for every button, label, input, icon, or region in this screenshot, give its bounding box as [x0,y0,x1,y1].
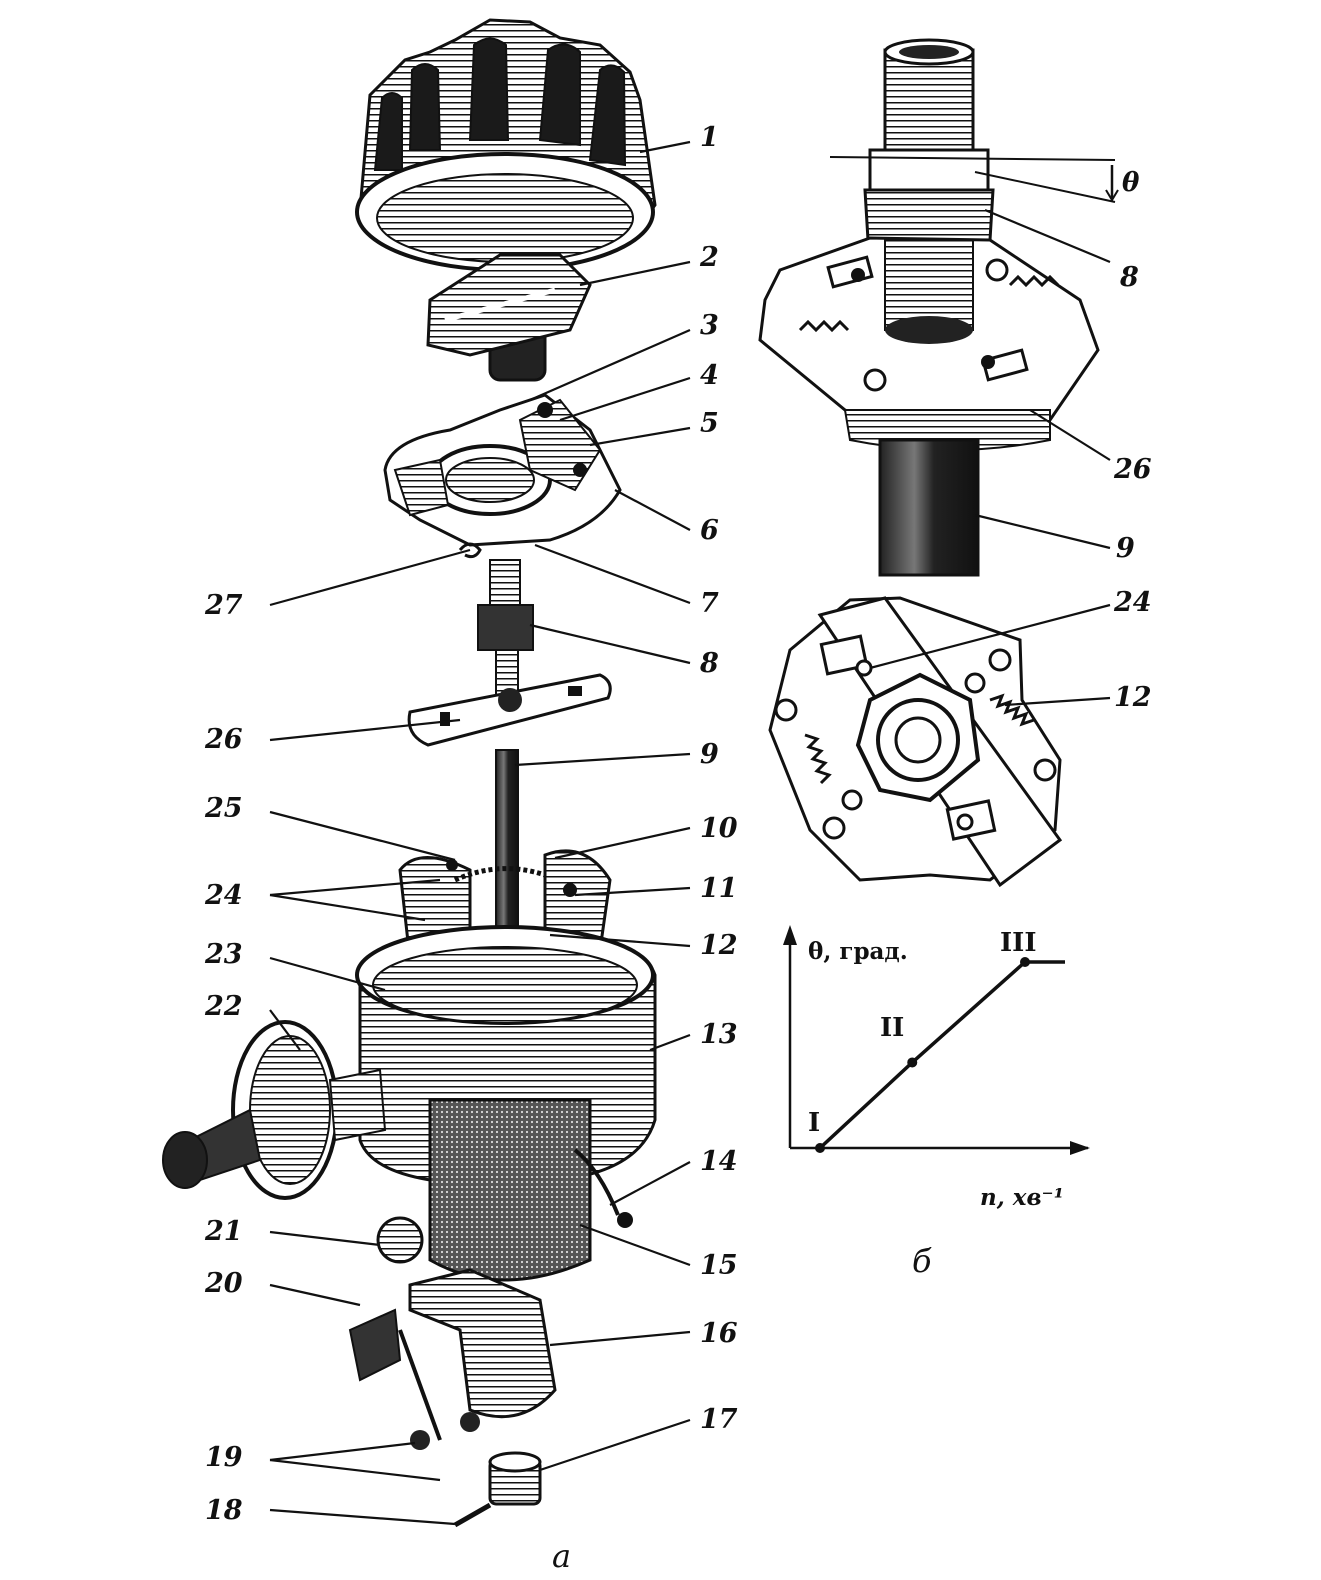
detail-shaft-assembly [758,38,1100,577]
leader-lines-a [269,140,691,1526]
cam-sleeve [477,559,534,696]
part-label-11: 11 [700,873,738,904]
part-label-1: 1 [700,122,719,153]
adjustment-nuts [410,1412,480,1450]
detail-label-9: 9 [1116,533,1135,564]
part-label-5: 5 [700,408,719,439]
graph-point-III [1020,957,1030,967]
part-label-17: 17 [700,1404,738,1435]
part-label-23: 23 [205,939,243,970]
part-label-19: 19 [205,1442,243,1473]
graph-point-label-I: I [808,1108,821,1138]
graph-x-axis-label: n, хв⁻¹ [980,1184,1064,1211]
caption-b: б [912,1242,932,1280]
distributor-cap [355,18,657,272]
detail-label-24: 24 [1114,587,1152,618]
part-label-9: 9 [700,739,719,770]
spring-clip [458,542,482,559]
octane-bracket [348,1268,557,1441]
part-label-15: 15 [700,1250,738,1281]
part-label-16: 16 [700,1318,738,1349]
caption-a: а [552,1537,572,1575]
detail-weight-plate [768,596,1063,888]
part-label-13: 13 [700,1019,738,1050]
part-label-24: 24 [205,880,243,911]
theta-label: θ [1122,168,1140,198]
part-label-2: 2 [700,242,719,273]
breaker-plate [383,393,622,547]
part-label-22: 22 [205,991,243,1022]
part-label-8: 8 [700,648,719,679]
part-label-18: 18 [205,1495,243,1526]
rotor [426,253,592,382]
graph-point-I [815,1143,825,1153]
part-label-4: 4 [700,360,719,391]
leader-lines-b2 [869,603,1111,707]
detail-label-8: 8 [1120,262,1139,293]
cap-clip [573,1148,620,1216]
part-label-3: 3 [700,310,719,341]
part-label-12: 12 [700,930,738,961]
detail-label-12: 12 [1114,682,1152,713]
distributor-housing [355,925,657,1282]
part-label-20: 20 [205,1268,243,1299]
part-label-7: 7 [700,588,719,619]
retaining-pin [453,1502,492,1528]
part-label-10: 10 [700,813,738,844]
graph-point-label-III: III [1000,928,1037,958]
graph-y-axis-label: θ, град. [808,938,908,965]
part-label-25: 25 [205,793,243,824]
advance-angle-lines [829,156,1119,203]
part-label-27: 27 [205,590,243,621]
vacuum-advance-unit [162,1020,387,1200]
graph-point-label-II: II [880,1013,905,1043]
part-label-26: 26 [205,724,243,755]
part-label-21: 21 [205,1216,243,1247]
octane-knob [376,1216,424,1264]
graph-point-II [907,1057,918,1068]
part-label-6: 6 [700,515,719,546]
detail-label-26: 26 [1114,454,1152,485]
leader-lines-b [974,208,1111,550]
part-label-14: 14 [700,1146,738,1177]
bushing [488,1451,542,1506]
